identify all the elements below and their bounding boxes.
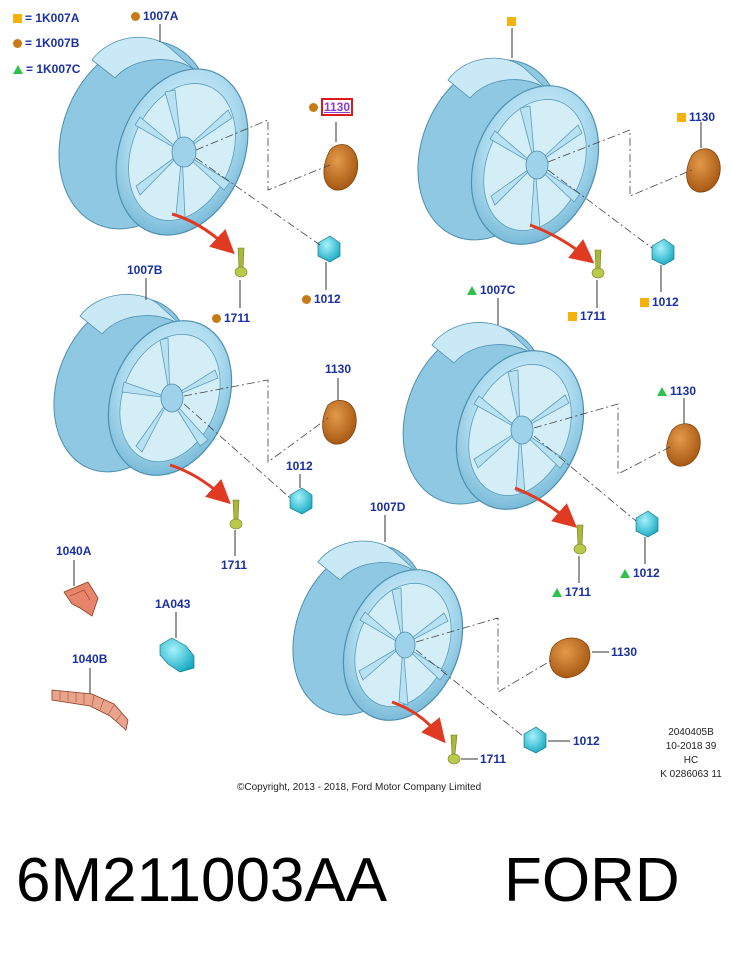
reference-line-2: 10-2018 39 [665, 741, 717, 752]
nut-5 [523, 726, 570, 754]
square-marker-icon [507, 17, 516, 26]
circle-marker-icon [309, 103, 318, 112]
arrow-1 [171, 212, 235, 255]
cap-2 [686, 122, 721, 193]
triangle-marker-icon [13, 65, 23, 74]
reference-line-1: 2040405B [668, 727, 714, 738]
arrow-2 [529, 223, 595, 264]
callout-w3-cap: 1130 [325, 362, 352, 376]
wheel-2 [417, 28, 600, 245]
valve-1 [234, 247, 248, 308]
callout-w2-nut: 1012 [640, 295, 679, 309]
cap-4 [666, 398, 701, 467]
highlighted-part-label[interactable]: 1130 [321, 98, 354, 116]
callout-w1-valve: 1711 [212, 311, 250, 325]
nut-1 [317, 235, 341, 290]
valve-4 [573, 524, 587, 583]
triangle-marker-icon [657, 387, 667, 396]
cap-3 [322, 378, 357, 445]
wheel-1007D [292, 515, 464, 721]
callout-1040A: 1040A [56, 544, 92, 558]
wheel-1007A [58, 24, 249, 236]
legend-triangle: = 1K007C [13, 62, 80, 76]
wheel-1007C [402, 298, 585, 510]
callout-w1-nut: 1012 [302, 292, 341, 306]
callout-w4-wheel: 1007C [467, 283, 515, 297]
callout-w1-cap: 1130 [309, 98, 354, 116]
callout-1A043: 1A043 [155, 597, 191, 611]
valve-5 [447, 734, 478, 765]
callout-w4-valve: 1711 [552, 585, 591, 599]
copyright-text: ©Copyright, 2013 - 2018, Ford Motor Comp… [237, 782, 482, 793]
circle-marker-icon [302, 295, 311, 304]
square-marker-icon [677, 113, 686, 122]
reference-line-3: HC [683, 755, 699, 766]
callout-w4-cap: 1130 [657, 384, 696, 398]
callout-w5-cap: 1130 [611, 645, 638, 659]
callout-w3-nut: 1012 [286, 459, 313, 473]
nut-3 [289, 474, 313, 515]
brand-name: FORD [504, 846, 680, 915]
callout-w5-valve: 1711 [480, 752, 507, 766]
reference-block: 2040405B 10-2018 39 HC K 0286063 11 [650, 726, 732, 782]
nut-4 [635, 510, 659, 564]
callout-w2-wheel-marker [507, 14, 519, 28]
arrow-3 [169, 463, 231, 505]
nut-2 [651, 238, 675, 292]
callout-w3-wheel: 1007B [127, 263, 163, 277]
part-number: 6M211003AA [16, 846, 388, 915]
triangle-marker-icon [552, 588, 562, 597]
valve-2 [591, 249, 605, 308]
arrow-5 [391, 700, 446, 744]
callout-1040B: 1040B [72, 652, 108, 666]
part-1A043-nut [159, 612, 195, 673]
triangle-marker-icon [620, 569, 630, 578]
reference-line-4: K 0286063 11 [660, 769, 722, 780]
cap-5 [549, 637, 609, 679]
square-marker-icon [640, 298, 649, 307]
valve-3 [229, 499, 243, 556]
wheel-1007B [53, 278, 233, 476]
callout-w4-nut: 1012 [620, 566, 660, 580]
circle-marker-icon [131, 12, 140, 21]
callout-w2-valve: 1711 [568, 309, 606, 323]
triangle-marker-icon [467, 286, 477, 295]
square-marker-icon [568, 312, 577, 321]
circle-marker-icon [212, 314, 221, 323]
cap-1 [323, 122, 358, 191]
callout-w1-wheel: 1007A [131, 9, 178, 23]
callout-w5-nut: 1012 [573, 734, 600, 748]
square-marker-icon [13, 14, 22, 23]
callout-w5-wheel: 1007D [370, 500, 406, 514]
arrow-4 [514, 486, 578, 528]
circle-marker-icon [13, 39, 22, 48]
legend-circle: = 1K007B [13, 36, 79, 50]
callout-w2-cap: 1130 [677, 110, 715, 124]
part-1040B-strip [51, 668, 129, 731]
legend-square: = 1K007A [13, 11, 79, 25]
callout-w3-valve: 1711 [221, 558, 248, 572]
part-1040A-clip [63, 560, 99, 617]
